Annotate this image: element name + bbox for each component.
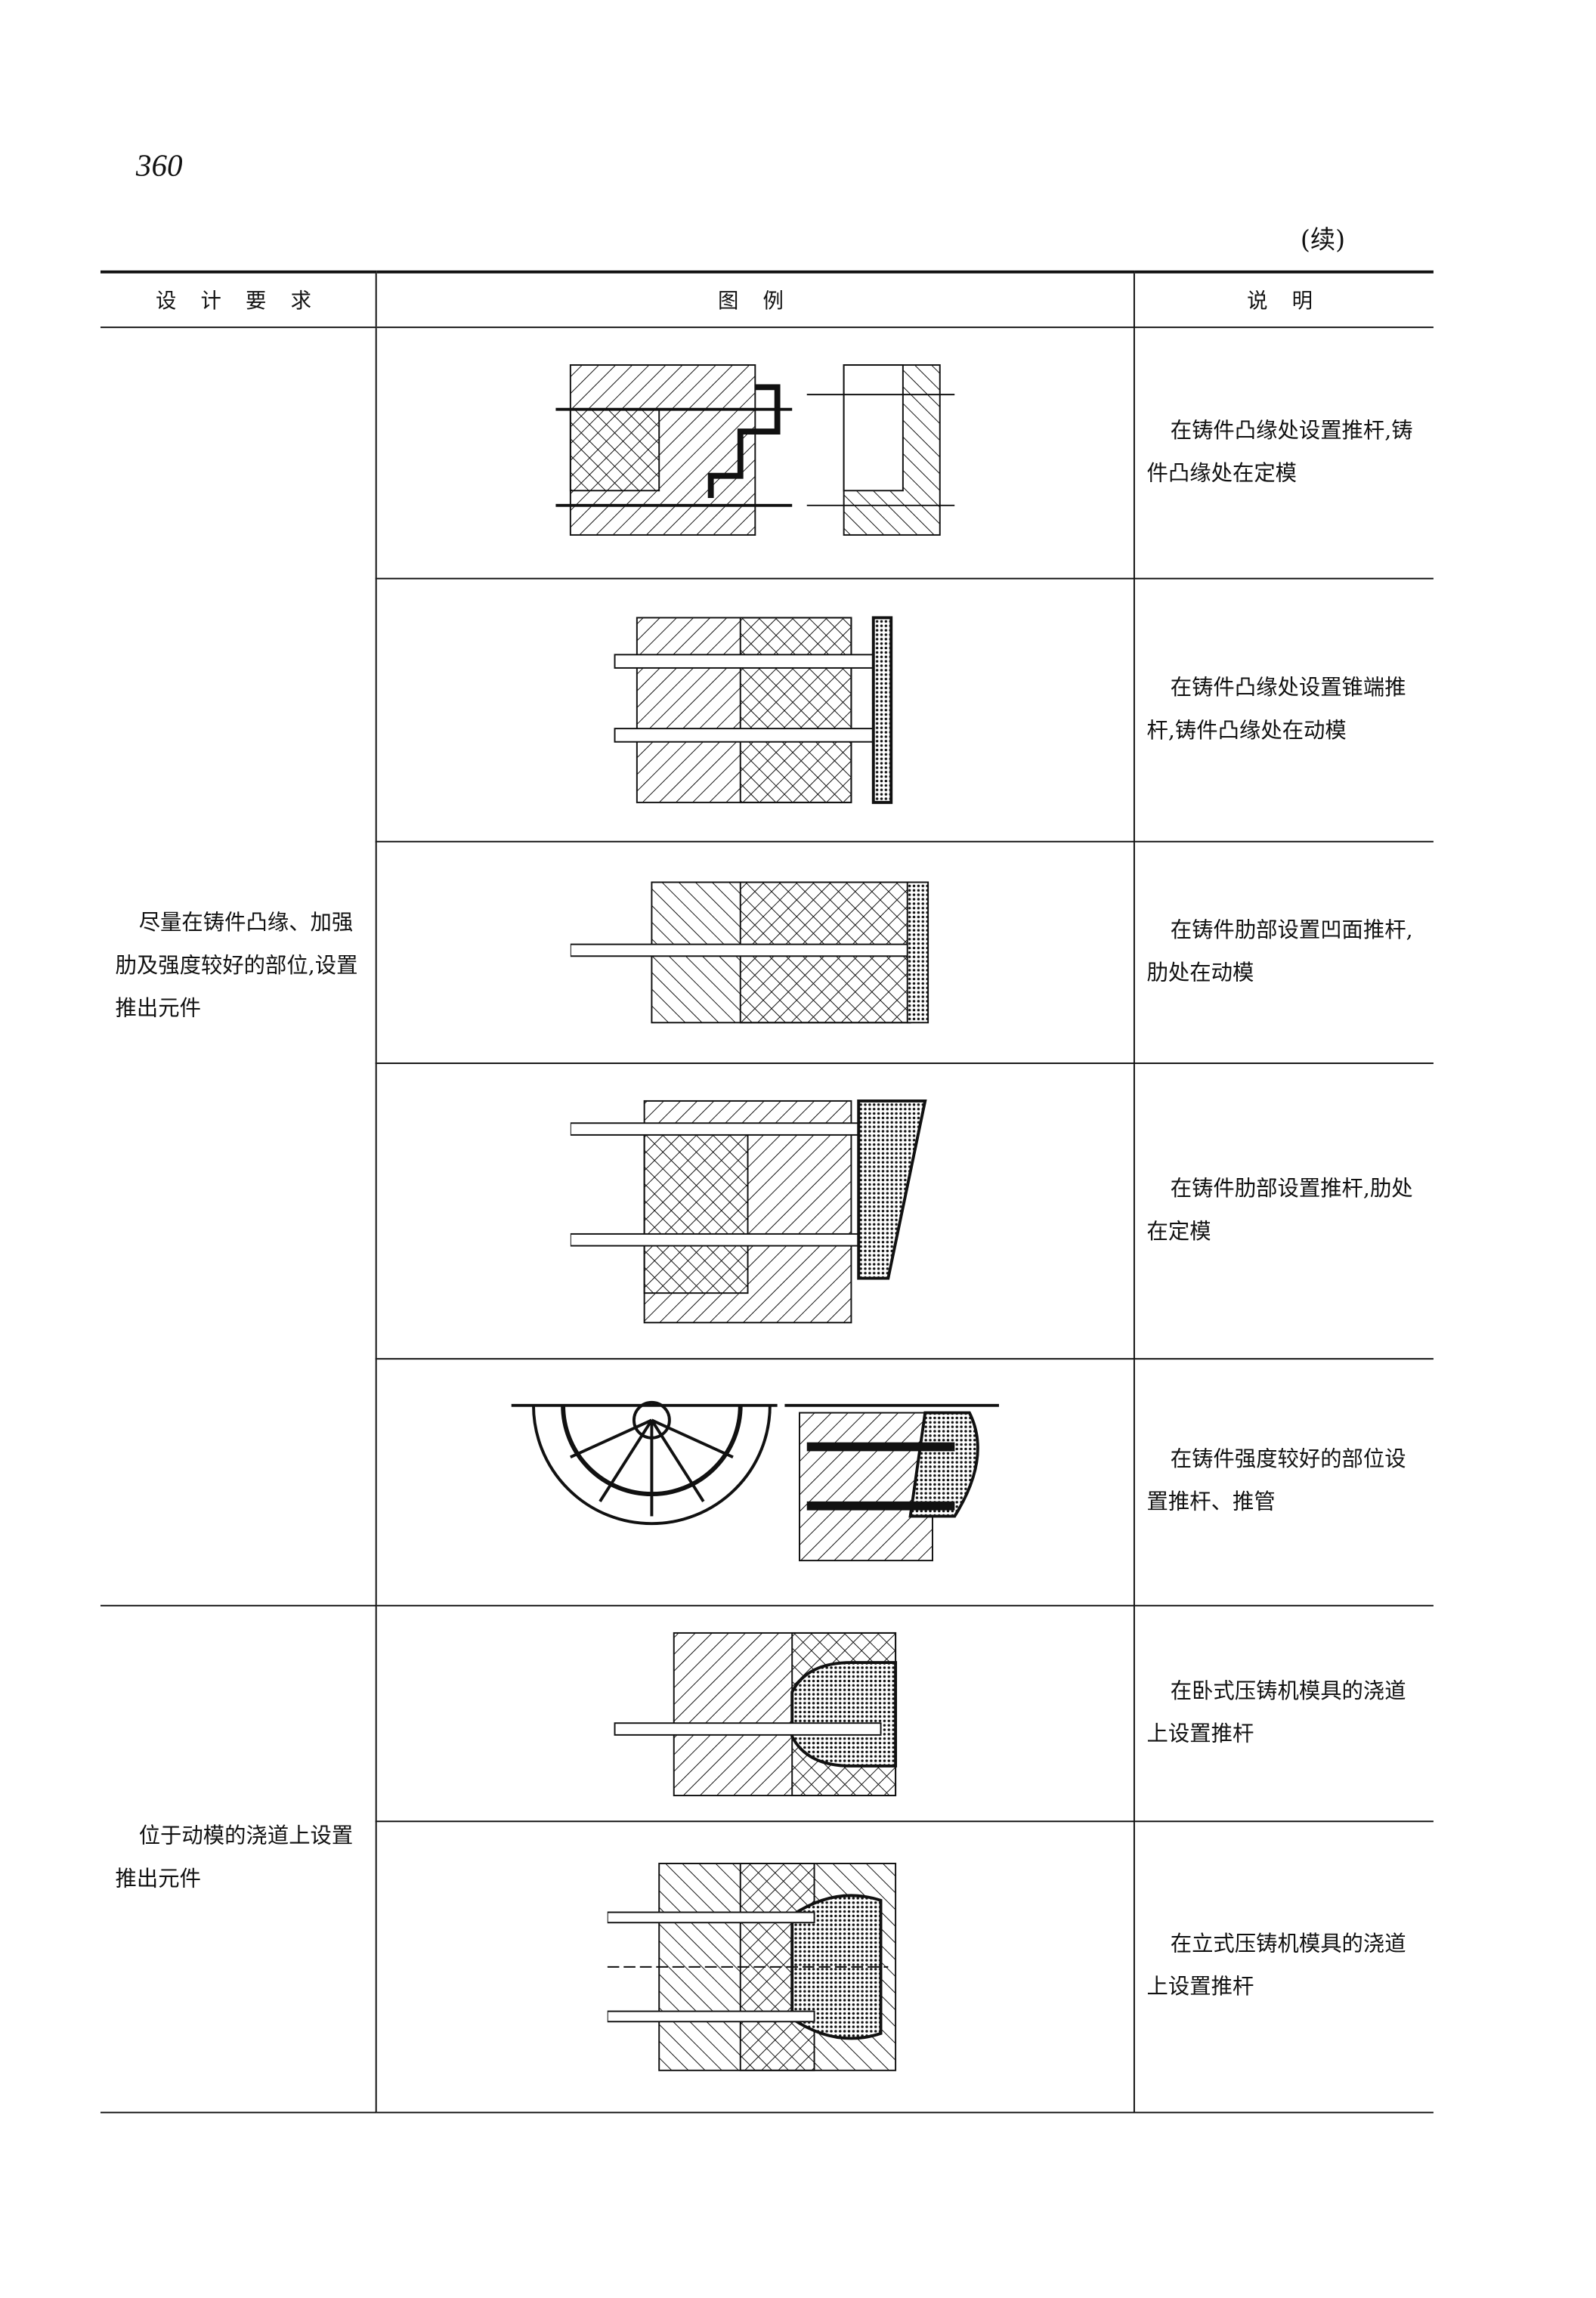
table-row: 在铸件强度较好的部位设置推杆、推管	[101, 1359, 1434, 1607]
note-cell: 在铸件强度较好的部位设置推杆、推管	[1134, 1359, 1434, 1607]
table-row: 尽量在铸件凸缘、加强肋及强度较好的部位,设置推出元件 在铸件凸缘处设置推杆,铸件…	[100, 327, 1434, 1607]
figure-cell	[376, 841, 1135, 1065]
note-cell: 在铸件凸缘处设置推杆,铸件凸缘处在定模	[1134, 327, 1434, 580]
design-requirements-table: 设 计 要 求 图 例 说 明 尽量在铸件凸缘、加强肋及强度较好的部位,设置推出…	[100, 270, 1434, 2114]
figure-cell	[376, 578, 1135, 843]
figure-cell	[376, 327, 1135, 580]
table-row: 在铸件凸缘处设置锥端推杆,铸件凸缘处在动模	[101, 578, 1434, 843]
note-cell: 在铸件肋部设置推杆,肋处在定模	[1134, 1063, 1434, 1360]
continued-label: (续)	[1300, 226, 1346, 256]
horizontal-machine-runner-ejector-diagram	[614, 1631, 898, 1796]
page-number: 360	[135, 147, 183, 184]
figure-cell	[376, 1359, 1135, 1607]
table-row: 在立式压铸机模具的浇道上设置推杆	[101, 1821, 1434, 2114]
ejector-pin-rib-fixed-diagram	[570, 1098, 927, 1323]
note-cell: 在铸件凸缘处设置锥端推杆,铸件凸缘处在动模	[1134, 578, 1434, 843]
note-cell: 在立式压铸机模具的浇道上设置推杆	[1134, 1821, 1434, 2114]
table-row: 在铸件肋部设置推杆,肋处在定模	[101, 1063, 1434, 1360]
figure-cell	[376, 1063, 1135, 1360]
concave-ejector-pin-rib-diagram	[570, 881, 929, 1024]
header-requirement: 设 计 要 求	[100, 270, 376, 329]
note-cell: 在铸件肋部设置凹面推杆,肋处在动模	[1134, 841, 1434, 1065]
table-row: 位于动模的浇道上设置推出元件 在卧式压铸机模具的浇道上设置推杆	[100, 1605, 1434, 2114]
header-figure: 图 例	[375, 270, 1135, 329]
cone-end-ejector-pin-diagram	[614, 616, 893, 804]
requirement-cell: 尽量在铸件凸缘、加强肋及强度较好的部位,设置推出元件	[100, 327, 377, 1607]
vertical-machine-runner-ejector-diagram	[607, 1863, 897, 2071]
requirement-cell: 位于动模的浇道上设置推出元件	[100, 1605, 377, 2114]
figure-cell	[376, 1821, 1135, 2114]
ejector-pin-flange-fixed-diagram	[555, 363, 955, 535]
header-note: 说 明	[1134, 270, 1434, 329]
table-row: 在铸件肋部设置凹面推杆,肋处在动模	[101, 841, 1434, 1065]
note-cell: 在卧式压铸机模具的浇道上设置推杆	[1134, 1605, 1434, 1823]
figure-cell	[376, 1605, 1135, 1823]
table-header: 设 计 要 求 图 例 说 明	[100, 270, 1434, 329]
ejector-pin-sleeve-strong-area-diagram	[511, 1400, 999, 1561]
